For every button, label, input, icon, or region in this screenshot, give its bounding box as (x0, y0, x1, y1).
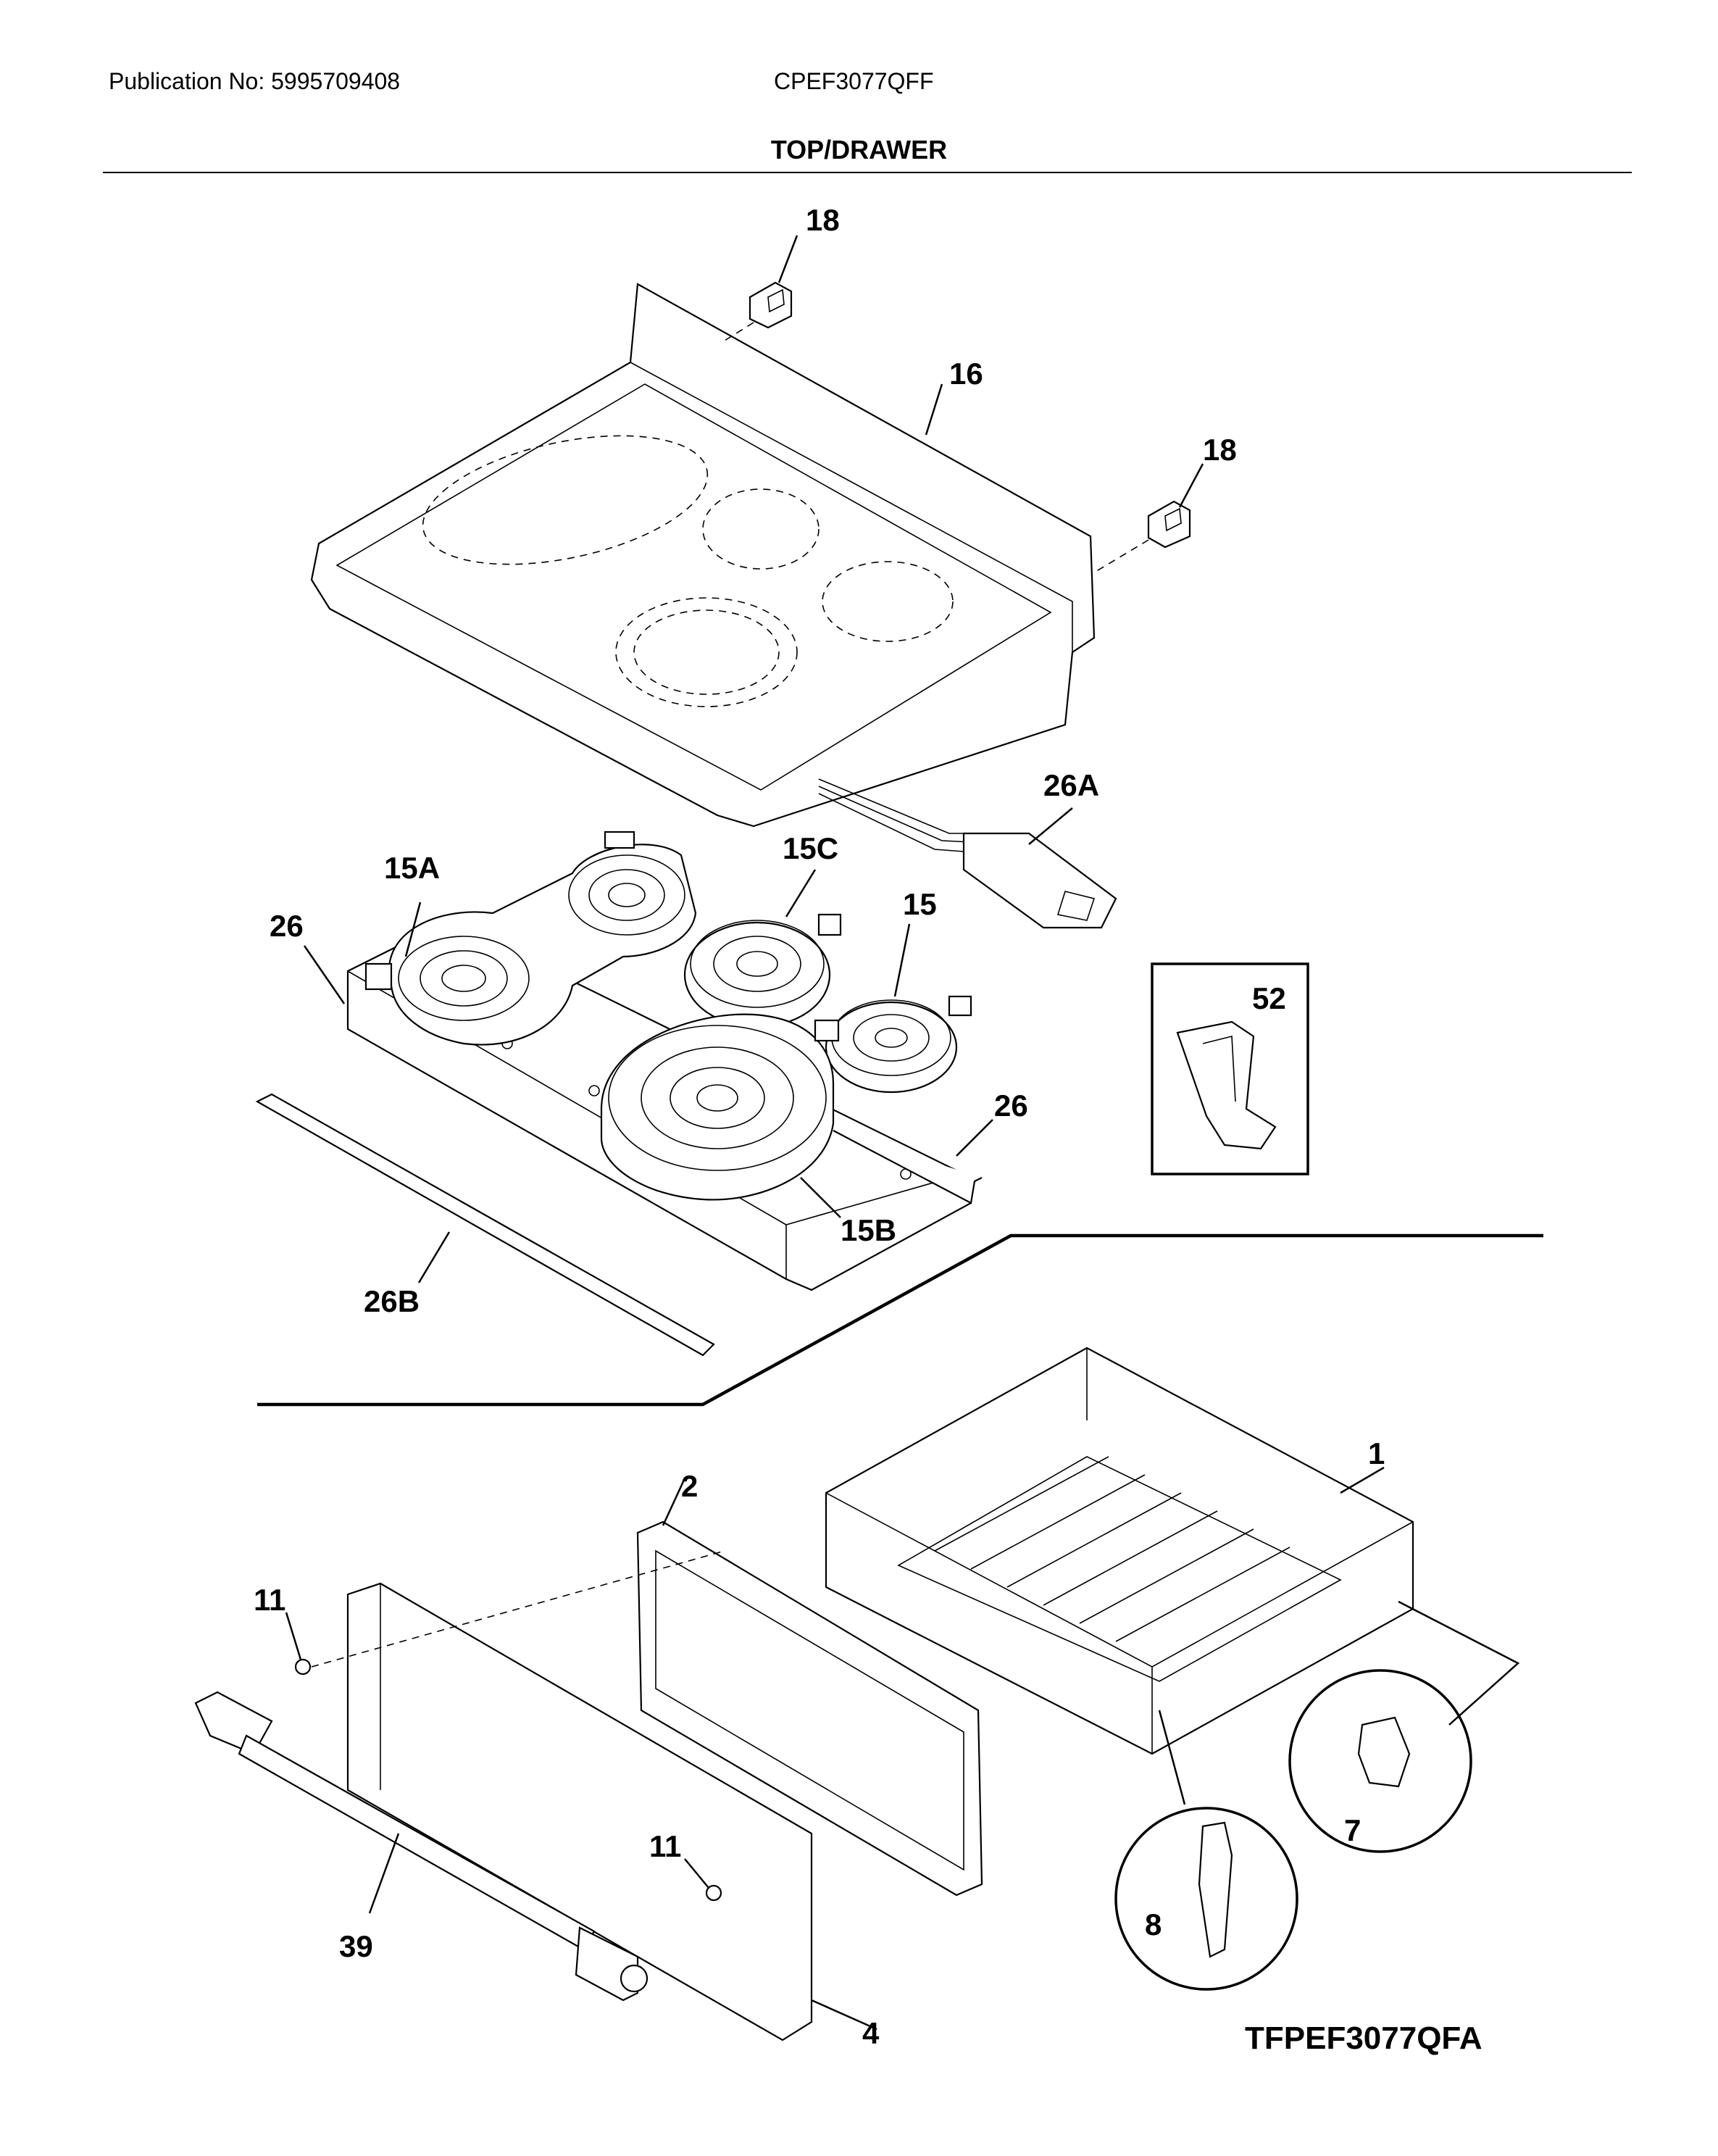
screw-11-top (285, 1612, 312, 1676)
cooktop-glass-top (310, 283, 1096, 828)
dual-oval-element-15a (364, 831, 697, 1046)
assembly-dash-line (311, 1550, 725, 1668)
callout-39: 39 (339, 1929, 373, 1963)
drawer-front-panel-4 (346, 1582, 877, 2041)
callout-18-right: 18 (1203, 433, 1237, 467)
callout-18-top: 18 (806, 203, 840, 237)
callout-11-bottom: 11 (649, 1829, 681, 1863)
section-title: TOP/DRAWER (770, 135, 948, 165)
element-15c (683, 869, 842, 1028)
callout-26b: 26B (364, 1284, 420, 1318)
leader-26-right (956, 1119, 993, 1157)
callout-7: 7 (1344, 1813, 1361, 1847)
screw-11-bottom (684, 1858, 722, 1902)
wire-harness-26a (818, 778, 1117, 929)
support-rail-right (833, 1130, 983, 1204)
publication-number: Publication No: 5995709408 (109, 68, 401, 94)
diagram-code: TFPEF3077QFA (1245, 2020, 1483, 2056)
bracket-18-right (1093, 463, 1204, 573)
section-divider-line (257, 1233, 1543, 1407)
drawer-handle-39 (194, 1691, 649, 2002)
callout-11-top: 11 (254, 1583, 285, 1617)
callout-15a: 15A (384, 851, 440, 885)
leader-16 (925, 383, 943, 436)
drawer-body-1 (825, 1347, 1414, 1755)
callout-52: 52 (1252, 981, 1286, 1015)
callout-26-left: 26 (270, 909, 304, 943)
detail-box-52 (1151, 962, 1309, 1175)
callout-15b: 15B (841, 1213, 896, 1247)
callout-26-right: 26 (994, 1089, 1028, 1123)
callout-15c: 15C (783, 831, 838, 865)
callout-2: 2 (681, 1469, 698, 1503)
header-rule (103, 172, 1632, 173)
callout-1: 1 (1368, 1436, 1385, 1470)
callout-4: 4 (862, 2016, 880, 2050)
callout-15: 15 (903, 887, 937, 921)
callout-26a: 26A (1043, 768, 1099, 802)
element-15 (825, 923, 972, 1094)
leader-26-left (303, 945, 346, 1004)
bracket-18-top (724, 235, 798, 341)
trim-strip-26b (255, 1093, 715, 1357)
drawer-inner-panel-2 (636, 1478, 983, 1897)
detail-circle-8 (1114, 1710, 1298, 1991)
detail-circle-7 (1288, 1600, 1520, 1853)
element-15b (600, 1013, 841, 1218)
model-number: CPEF3077QFF (774, 68, 934, 94)
callout-16: 16 (949, 357, 983, 391)
leader-15a (404, 902, 422, 957)
callout-8: 8 (1145, 1907, 1162, 1941)
